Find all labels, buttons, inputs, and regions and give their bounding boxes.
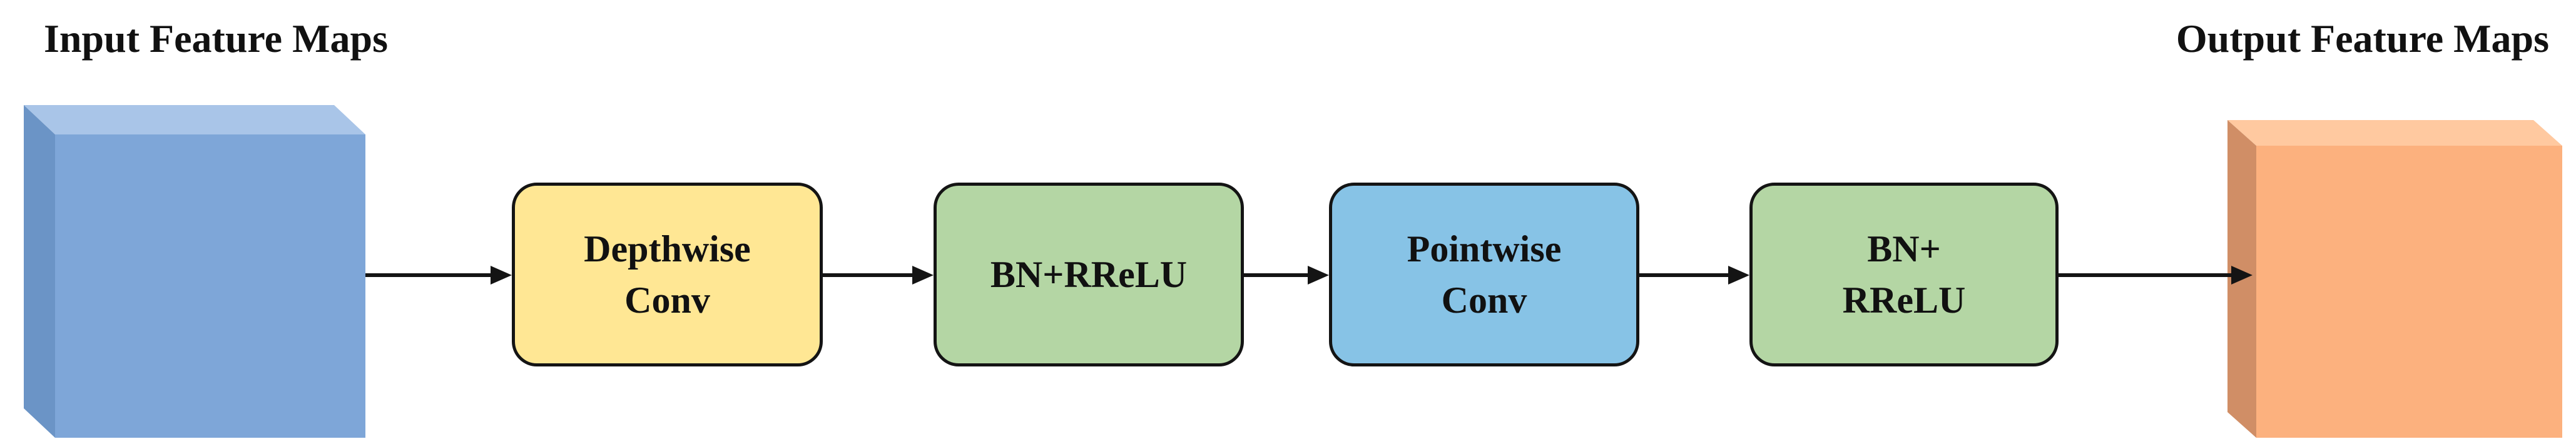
input-cube-front-face — [55, 134, 365, 438]
arrow-bn1-to-pointwise-line — [1244, 273, 1308, 277]
arrow-bn2-to-output-line — [2059, 273, 2231, 277]
arrow-pointwise-to-bn2-line — [1639, 273, 1728, 277]
arrow-depthwise-to-bn1-line — [823, 273, 912, 277]
arrow-depthwise-to-bn1-head-icon — [912, 266, 934, 285]
bn-rrelu-block-1: BN+RReLU — [934, 183, 1244, 366]
output-feature-maps-title: Output Feature Maps — [2176, 16, 2549, 61]
input-cube-side-face — [24, 105, 55, 438]
arrow-bn2-to-output-head-icon — [2231, 266, 2253, 285]
output-cube-front-face — [2256, 146, 2562, 438]
arrow-pointwise-to-bn2-head-icon — [1728, 266, 1749, 285]
arrow-input-to-depthwise-head-icon — [491, 266, 512, 285]
arrow-input-to-depthwise-line — [365, 273, 491, 277]
depthwise-conv-block: Depthwise Conv — [512, 183, 823, 366]
bn-rrelu-block-2: BN+ RReLU — [1749, 183, 2059, 366]
input-feature-maps-title: Input Feature Maps — [44, 16, 388, 61]
arrow-bn1-to-pointwise-head-icon — [1308, 266, 1329, 285]
input-cube-top-face — [24, 105, 365, 134]
output-cube-top-face — [2227, 120, 2562, 146]
output-feature-maps-cube — [2227, 120, 2562, 438]
input-feature-maps-cube — [24, 105, 365, 438]
pointwise-conv-block: Pointwise Conv — [1329, 183, 1639, 366]
